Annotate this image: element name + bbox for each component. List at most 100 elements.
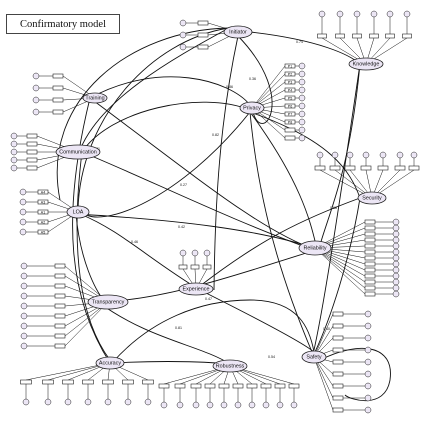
error-circle (160, 401, 168, 409)
error-circle (392, 230, 400, 238)
indicator-box-rect (54, 283, 66, 289)
latent-safety: Safety (301, 350, 327, 364)
reliability-item-1 (364, 225, 376, 231)
error-circle (20, 322, 28, 330)
error-circle (234, 401, 242, 409)
indicator-box-rect (54, 313, 66, 319)
indicator-box-rect (364, 237, 376, 243)
error-term (19, 188, 27, 196)
error-term (179, 19, 187, 27)
error-term (10, 140, 18, 148)
indicator-line (251, 65, 286, 109)
error-term (20, 302, 28, 310)
security-item-1 (329, 165, 341, 171)
indicator-line (64, 301, 109, 347)
error-circle (84, 398, 92, 406)
error-circle (298, 78, 306, 86)
error-term (379, 151, 387, 159)
path-coefficient: 0.47 (205, 297, 212, 301)
reliability-item-10 (364, 279, 376, 285)
error-term (220, 401, 228, 409)
error-term (386, 10, 394, 18)
error-circle (179, 31, 187, 39)
transparency-item-5 (54, 313, 66, 319)
transparency-item-7 (54, 333, 66, 339)
latent-experience-label: Experience (183, 286, 210, 292)
indicator-box-rect (190, 264, 200, 270)
latent-security-label: Security (362, 195, 382, 201)
latent-communication-label: Communication (59, 149, 96, 155)
robustness-item-0 (158, 383, 170, 389)
robustness-item-8 (274, 383, 286, 389)
security-item-5 (394, 165, 406, 171)
communication-item-1 (26, 141, 38, 147)
indicator-box-rect (202, 264, 212, 270)
error-term (234, 401, 242, 409)
security-item-6 (408, 165, 420, 171)
indicator-box-rect (20, 379, 32, 385)
error-circle (386, 10, 394, 18)
indicator-box-rect (26, 149, 38, 155)
indicator-box-rect (284, 103, 296, 109)
indicator-label: P6 (288, 104, 292, 108)
error-circle (370, 10, 378, 18)
latent-knowledge-label: Knowledge (353, 61, 380, 67)
error-circle (364, 370, 372, 378)
path-coefficient: 0.74 (296, 40, 303, 44)
latent-security: Security (357, 191, 387, 205)
privacy-item-6: P7 (284, 111, 296, 117)
transparency-item-6 (54, 323, 66, 329)
error-term (298, 62, 306, 70)
error-term (84, 398, 92, 406)
error-circle (298, 134, 306, 142)
indicator-box-rect (364, 231, 376, 237)
privacy-item-7: P8 (284, 119, 296, 125)
error-circle (44, 398, 52, 406)
indicator-box-rect (54, 333, 66, 339)
privacy-item-5: P6 (284, 103, 296, 109)
indicator-label: P7 (288, 112, 292, 116)
error-circle (392, 290, 400, 298)
error-term (392, 224, 400, 232)
indicator-box-rect (284, 119, 296, 125)
error-term (10, 164, 18, 172)
error-circle (104, 398, 112, 406)
indicator-box-rect (364, 291, 376, 297)
indicator-box-rect (332, 371, 344, 377)
indicator-label: P2 (288, 72, 292, 76)
error-circle (179, 249, 187, 257)
error-circle (276, 401, 284, 409)
error-term (392, 236, 400, 244)
reliability-item-8 (364, 267, 376, 273)
indicator-box-rect (335, 33, 345, 39)
error-circle (10, 164, 18, 172)
indicator-box-rect (26, 133, 38, 139)
error-circle (22, 398, 30, 406)
error-term (346, 151, 354, 159)
error-term (179, 31, 187, 39)
diagram-title: Confirmatory model (6, 14, 120, 34)
indicator-box-rect (364, 285, 376, 291)
indicator-box-rect (344, 165, 356, 171)
accuracy-item-5 (122, 379, 134, 385)
error-term (370, 10, 378, 18)
indicator-box-rect (54, 323, 66, 329)
error-term (392, 290, 400, 298)
error-circle (362, 151, 370, 159)
training-item-3 (52, 109, 64, 115)
error-term (392, 284, 400, 292)
path-coefficient: 0.86 (226, 85, 233, 89)
error-circle (364, 346, 372, 354)
error-circle (364, 310, 372, 318)
error-term (392, 272, 400, 280)
indicator-box-rect (317, 33, 327, 39)
error-term (362, 151, 370, 159)
error-circle (191, 249, 199, 257)
communication-item-4 (26, 165, 38, 171)
privacy-item-4: P5 (284, 95, 296, 101)
error-term (364, 310, 372, 318)
error-term (32, 108, 40, 116)
error-circle (19, 208, 27, 216)
